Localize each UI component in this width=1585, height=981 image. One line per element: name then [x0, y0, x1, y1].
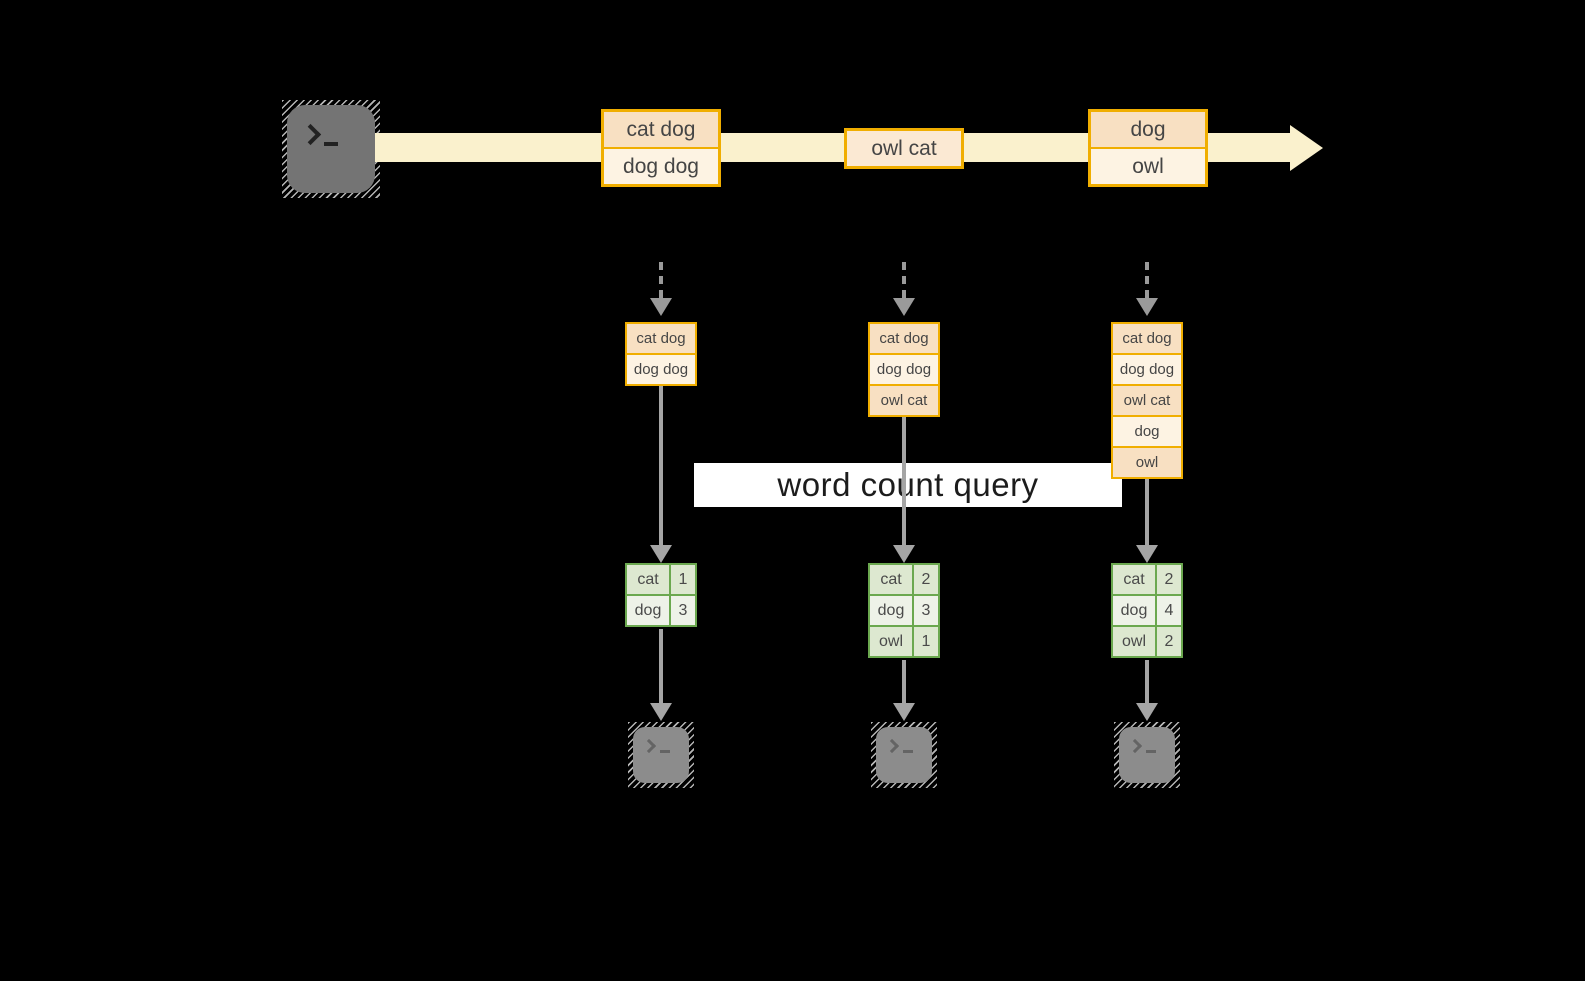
cursor-underscore-icon — [660, 750, 670, 753]
dashed-flow-arrow-2 — [902, 262, 906, 298]
count-value: 3 — [914, 596, 938, 625]
count-word: cat — [1113, 565, 1155, 594]
flow-line — [1145, 660, 1149, 704]
terminal-prompt-icon — [884, 738, 913, 754]
stream-arrowhead-icon — [1290, 125, 1323, 171]
state-box-2: cat dog dog dog owl cat — [868, 322, 940, 417]
stream-event-1: cat dog dog dog — [601, 109, 721, 187]
chevron-icon — [884, 738, 900, 754]
chevron-icon — [1127, 738, 1143, 754]
dashed-flow-arrow-1 — [659, 262, 663, 298]
stream-event-2: owl cat — [844, 128, 964, 169]
count-table-1: cat 1 dog 3 — [625, 563, 697, 627]
terminal-screen — [633, 727, 689, 783]
chevron-icon — [641, 738, 657, 754]
count-word: dog — [870, 596, 912, 625]
count-value: 2 — [914, 565, 938, 594]
count-value: 1 — [914, 627, 938, 656]
state-row: dog dog — [627, 355, 695, 384]
cursor-underscore-icon — [324, 142, 338, 146]
count-word: dog — [1113, 596, 1155, 625]
state-row: dog — [1113, 417, 1181, 446]
count-word: dog — [627, 596, 669, 625]
flow-arrowhead-icon — [893, 703, 915, 721]
cursor-underscore-icon — [903, 750, 913, 753]
dashed-arrowhead-icon — [893, 298, 915, 316]
terminal-prompt-icon — [1127, 738, 1156, 754]
flow-arrowhead-icon — [650, 545, 672, 563]
count-word: cat — [870, 565, 912, 594]
query-label-text: word count query — [777, 466, 1039, 503]
terminal-prompt-icon — [299, 123, 338, 146]
flow-arrowhead-icon — [650, 703, 672, 721]
terminal-screen — [287, 105, 375, 193]
source-terminal-icon — [282, 100, 380, 198]
query-label: word count query — [694, 463, 1122, 507]
dashed-arrowhead-icon — [650, 298, 672, 316]
state-row: cat dog — [1113, 324, 1181, 353]
state-row: dog dog — [870, 355, 938, 384]
count-value: 2 — [1157, 565, 1181, 594]
flow-line — [1145, 479, 1149, 546]
flow-arrowhead-icon — [1136, 545, 1158, 563]
terminal-screen — [1119, 727, 1175, 783]
stream-event-row: dog dog — [604, 149, 718, 184]
flow-line — [659, 629, 663, 704]
state-box-3: cat dog dog dog owl cat dog owl — [1111, 322, 1183, 479]
count-value: 2 — [1157, 627, 1181, 656]
count-word: cat — [627, 565, 669, 594]
sink-terminal-icon-1 — [628, 722, 694, 788]
stream-event-row: cat dog — [604, 112, 718, 147]
dashed-arrowhead-icon — [1136, 298, 1158, 316]
flow-arrowhead-icon — [1136, 703, 1158, 721]
flow-line — [659, 386, 663, 546]
terminal-screen — [876, 727, 932, 783]
count-value: 4 — [1157, 596, 1181, 625]
state-row: owl cat — [870, 386, 938, 415]
count-value: 3 — [671, 596, 695, 625]
stream-event-row: owl cat — [847, 131, 961, 166]
count-table-3: cat 2 dog 4 owl 2 — [1111, 563, 1183, 658]
flow-line — [902, 660, 906, 704]
dashed-flow-arrow-3 — [1145, 262, 1149, 298]
chevron-icon — [299, 123, 322, 146]
flow-arrowhead-icon — [893, 545, 915, 563]
state-box-1: cat dog dog dog — [625, 322, 697, 386]
cursor-underscore-icon — [1146, 750, 1156, 753]
terminal-prompt-icon — [641, 738, 670, 754]
state-row: owl cat — [1113, 386, 1181, 415]
state-row: owl — [1113, 448, 1181, 477]
count-table-2: cat 2 dog 3 owl 1 — [868, 563, 940, 658]
stream-event-3: dog owl — [1088, 109, 1208, 187]
state-row: cat dog — [870, 324, 938, 353]
state-row: cat dog — [627, 324, 695, 353]
sink-terminal-icon-2 — [871, 722, 937, 788]
count-word: owl — [870, 627, 912, 656]
flow-line — [902, 417, 906, 546]
stream-event-row: owl — [1091, 149, 1205, 184]
count-value: 1 — [671, 565, 695, 594]
stream-event-row: dog — [1091, 112, 1205, 147]
sink-terminal-icon-3 — [1114, 722, 1180, 788]
state-row: dog dog — [1113, 355, 1181, 384]
count-word: owl — [1113, 627, 1155, 656]
